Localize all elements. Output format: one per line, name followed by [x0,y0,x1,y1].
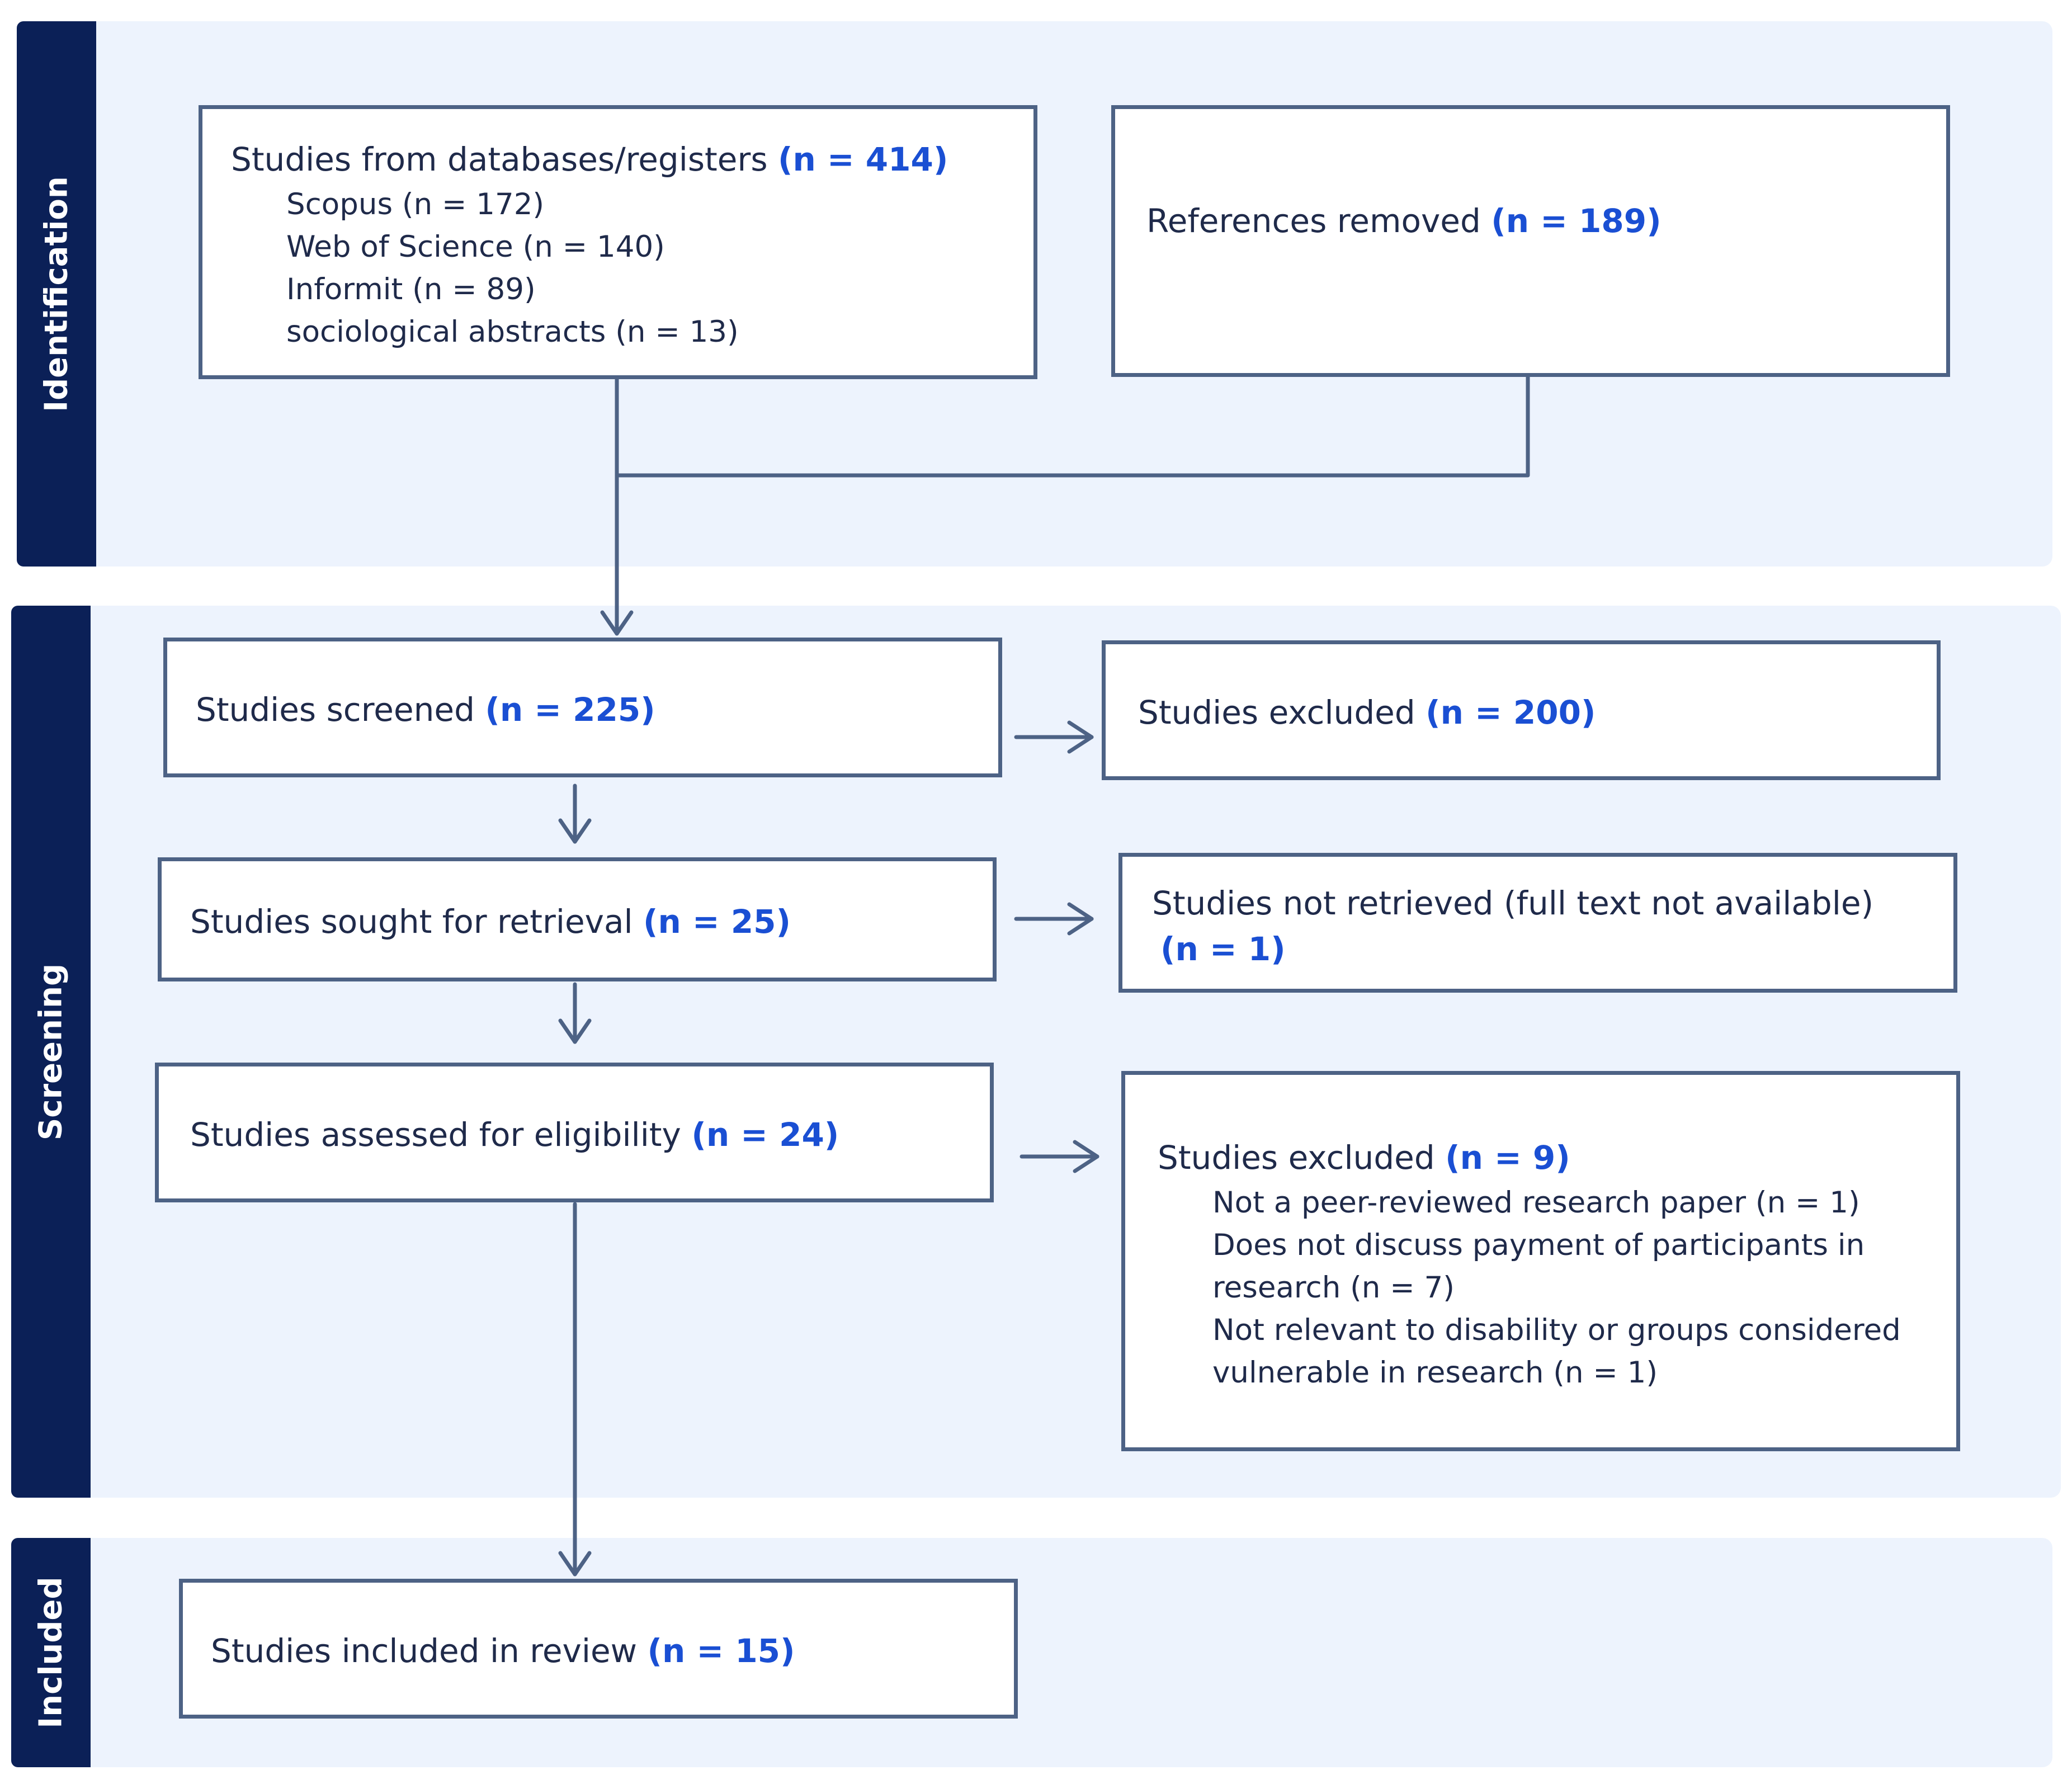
excluded-label: Studies excluded [1138,693,1415,731]
removed-count: (n = 189) [1491,202,1662,240]
screened-count: (n = 225) [485,691,655,729]
excluded-eligibility-label: Studies excluded [1158,1139,1435,1177]
sought-count: (n = 25) [643,903,791,941]
screened-box [163,638,1002,777]
not-retrieved-label: Studies not retrieved (full text not ava… [1152,884,1874,922]
excluded-eligibility-title: Studies excluded (n = 9) [1158,1137,1570,1179]
removed-title: References removed (n = 189) [1146,200,1662,242]
databases-label: Studies from databases/registers [231,140,768,178]
included-review-count: (n = 15) [647,1632,795,1670]
included-box [179,1579,1018,1719]
assessed-count: (n = 24) [691,1116,839,1154]
removed-connector [615,375,1530,478]
identification-sidebar: Identification [17,21,96,567]
screened-title: Studies screened (n = 225) [196,689,655,731]
excluded-eligibility-count: (n = 9) [1445,1139,1570,1177]
not-retrieved-box [1118,853,1957,993]
exclusion-reason-2: research (n = 7) [1212,1271,1455,1305]
not-retrieved-count: (n = 1) [1160,930,1286,968]
assessed-box [155,1063,994,1202]
removed-label: References removed [1146,202,1481,240]
excluded-box [1102,640,1941,780]
exclusion-reason-3: Not relevant to disability or groups con… [1212,1313,1901,1347]
databases-source-2: Informit (n = 89) [286,272,536,306]
assessed-title: Studies assessed for eligibility (n = 24… [190,1114,839,1156]
screening-sidebar: Screening [11,606,91,1498]
included-title: Studies included in review (n = 15) [211,1630,795,1672]
databases-box [199,105,1037,379]
excluded-title: Studies excluded (n = 200) [1138,692,1596,734]
exclusion-reason-0: Not a peer-reviewed research paper (n = … [1212,1186,1860,1220]
databases-count: (n = 414) [778,140,948,178]
sought-label: Studies sought for retrieval [190,903,633,941]
excluded-count: (n = 200) [1426,693,1596,731]
sought-title: Studies sought for retrieval (n = 25) [190,901,791,943]
screened-label: Studies screened [196,691,475,729]
sought-box [158,857,997,981]
databases-source-0: Scopus (n = 172) [286,187,545,221]
databases-title: Studies from databases/registers (n = 41… [231,139,948,181]
removed-box [1111,105,1950,377]
exclusion-reason-4: vulnerable in research (n = 1) [1212,1356,1658,1390]
databases-source-3: sociological abstracts (n = 13) [286,315,739,349]
assessed-label: Studies assessed for eligibility [190,1116,681,1154]
exclusion-reason-1: Does not discuss payment of participants… [1212,1228,1865,1262]
included-review-label: Studies included in review [211,1632,638,1670]
databases-source-1: Web of Science (n = 140) [286,230,665,264]
included-sidebar: Included [11,1538,91,1767]
excluded-eligibility-box [1121,1071,1960,1451]
